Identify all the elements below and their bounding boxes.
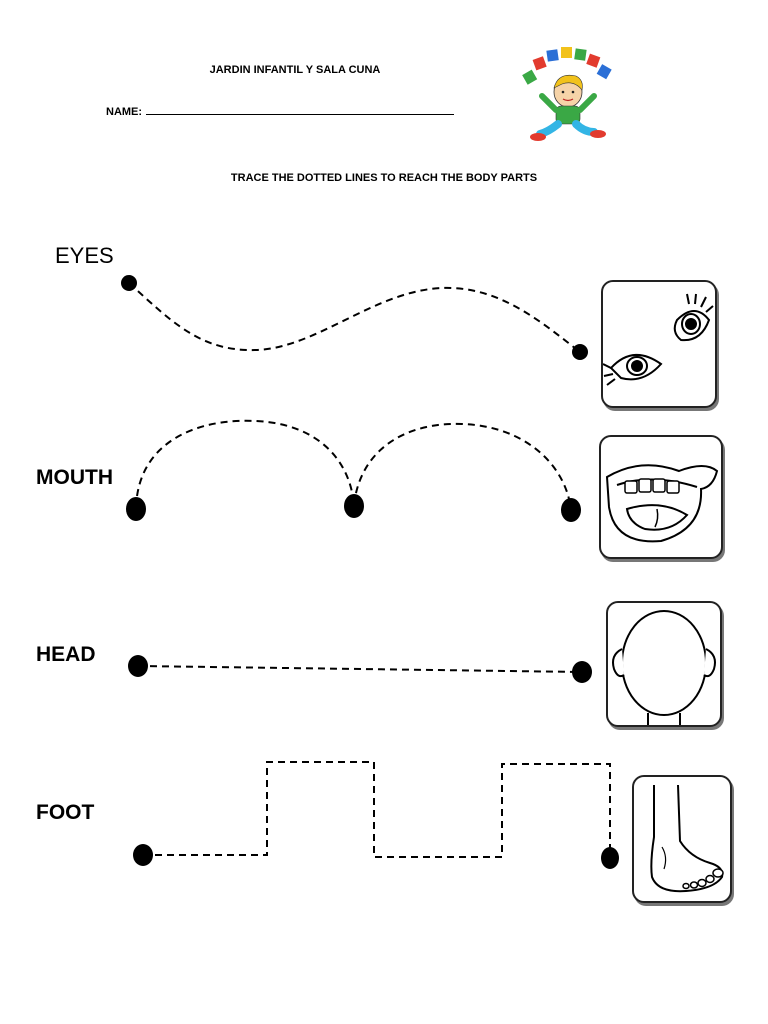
name-field[interactable]: NAME: (106, 104, 455, 118)
mouth-start-dot[interactable] (126, 497, 146, 521)
foot-picture (632, 775, 732, 903)
instructions: TRACE THE DOTTED LINES TO REACH THE BODY… (230, 172, 538, 184)
mouth-middle-dot[interactable] (344, 494, 364, 518)
name-blank-line[interactable] (146, 104, 455, 115)
head-icon (612, 610, 716, 725)
foot-icon (650, 784, 724, 893)
foot-start-dot[interactable] (133, 844, 153, 866)
head-end-dot[interactable] (572, 661, 592, 683)
head-picture (606, 601, 722, 727)
foot-trace-path[interactable] (143, 761, 611, 858)
head-label: HEAD (36, 643, 96, 666)
eyes-icon (602, 293, 714, 386)
eyes-label: EYES (55, 243, 114, 268)
eyes-picture (601, 280, 717, 408)
logo-letter-blocks (522, 47, 612, 85)
eyes-start-dot[interactable] (121, 275, 137, 291)
mouth-label: MOUTH (36, 466, 113, 489)
mouth-trace-path-2[interactable] (353, 422, 572, 511)
mouth-end-dot[interactable] (561, 498, 581, 522)
name-label: NAME: (106, 106, 143, 118)
foot-end-dot[interactable] (601, 847, 619, 869)
mouth-icon (605, 464, 719, 543)
eyes-end-dot[interactable] (572, 344, 588, 360)
head-start-dot[interactable] (128, 655, 148, 677)
logo-child-figure (530, 74, 606, 141)
mouth-trace-path-1[interactable] (135, 419, 355, 509)
school-logo (522, 47, 612, 141)
school-title: JARDIN INFANTIL Y SALA CUNA (209, 64, 381, 76)
mouth-picture (599, 435, 723, 559)
head-trace-path[interactable] (137, 665, 583, 673)
eyes-trace-path[interactable] (128, 282, 581, 353)
foot-label: FOOT (36, 801, 95, 824)
